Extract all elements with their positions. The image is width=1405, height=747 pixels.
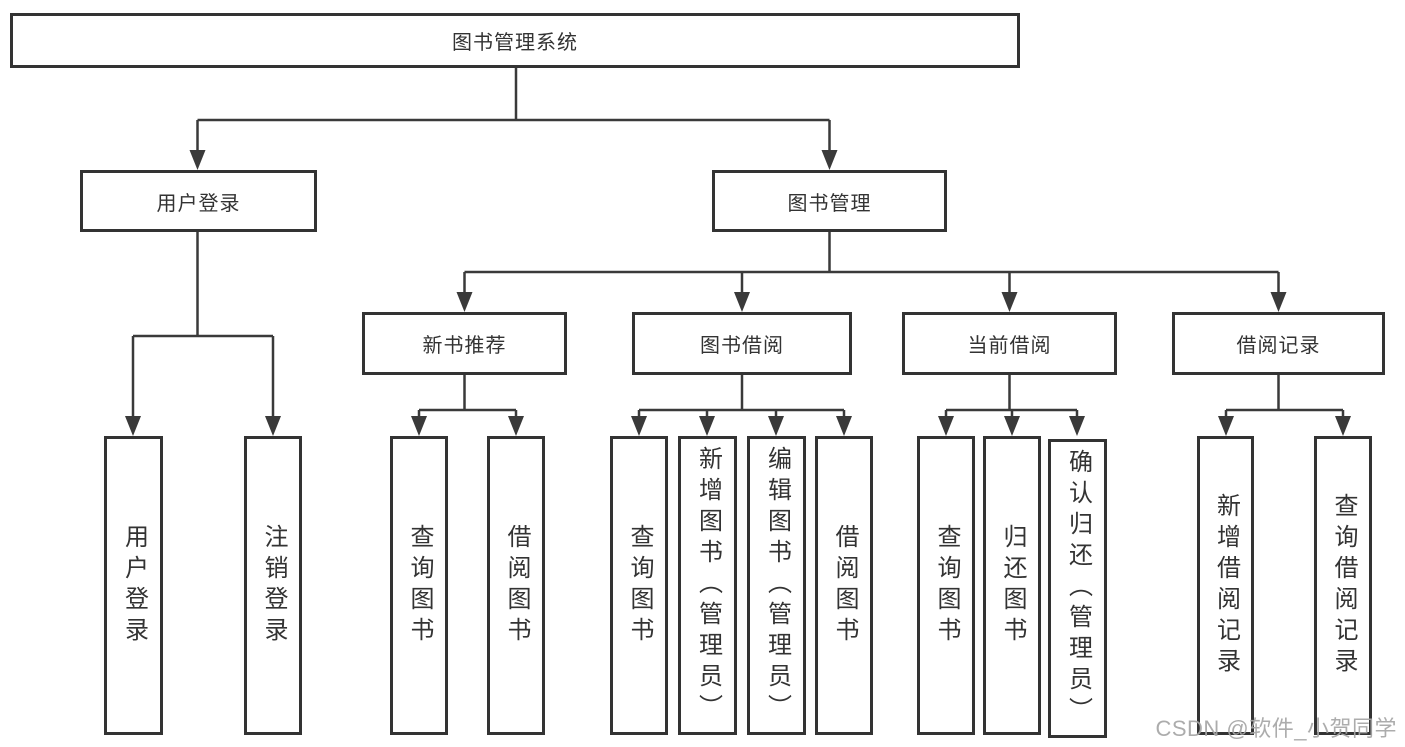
node-root-system: 图书管理系统	[10, 13, 1020, 68]
leaf-query-borrow-record: 查询借阅记录	[1314, 436, 1372, 735]
leaf-borrow-books-recommend: 借阅图书	[487, 436, 545, 735]
connector-line	[131, 68, 1345, 418]
leaf-query-books-borrow: 查询图书	[610, 436, 668, 735]
leaf-borrow-books: 借阅图书	[815, 436, 873, 735]
leaf-logout: 注销登录	[244, 436, 302, 735]
node-branch-new-book-recommend: 新书推荐	[362, 312, 567, 375]
leaf-return-books: 归还图书	[983, 436, 1041, 735]
node-branch-current-borrow: 当前借阅	[902, 312, 1117, 375]
watermark: CSDN @软件_小贺同学	[1155, 716, 1397, 741]
node-branch-borrow-record: 借阅记录	[1172, 312, 1385, 375]
leaf-add-borrow-record: 新增借阅记录	[1197, 436, 1254, 735]
leaf-user-login: 用户登录	[104, 436, 163, 735]
node-branch-book-management: 图书管理	[712, 170, 947, 232]
leaf-confirm-return-admin: 确认归还（管理员）	[1048, 439, 1107, 738]
node-branch-book-borrow: 图书借阅	[632, 312, 852, 375]
leaf-add-books-admin: 新增图书（管理员）	[678, 436, 737, 735]
node-branch-user-login: 用户登录	[80, 170, 317, 232]
connector-arrowhead	[125, 150, 1351, 436]
leaf-query-books-current: 查询图书	[917, 436, 975, 735]
leaf-edit-books-admin: 编辑图书（管理员）	[747, 436, 806, 735]
leaf-query-books-recommend: 查询图书	[390, 436, 448, 735]
